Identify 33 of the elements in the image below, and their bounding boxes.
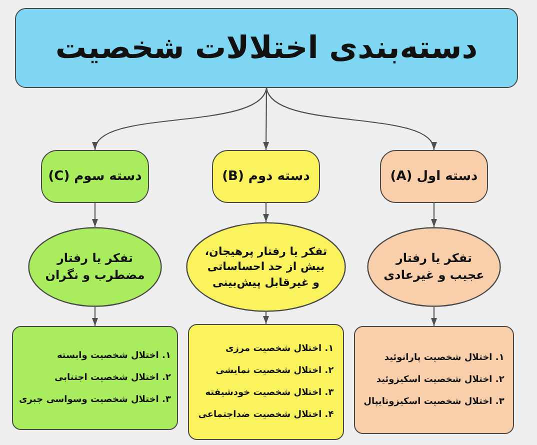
list-item: ۲. اختلال شخصیت اسکیزوئید: [376, 374, 504, 387]
list-box: [12, 326, 178, 430]
list-item: ۱. اختلال شخصیت پارانوئید: [384, 352, 504, 365]
arrow: [266, 88, 435, 150]
description-text: تفکر یا رفتار پرهیجان، بیش از حد احساساتی و غیرقابل پیش‌بینی: [204, 244, 328, 290]
category-box: [380, 150, 488, 203]
arrow: [92, 203, 98, 227]
list-item: ۱. اختلال شخصیت وابسته: [56, 350, 171, 363]
heading: دسته‌بندی اختلالات شخصیت: [55, 29, 478, 68]
list-item: ۳. اختلال شخصیت خودشیفته: [205, 387, 334, 400]
arrow: [94, 88, 267, 150]
list-item: ۲. اختلال شخصیت اجتنابی: [54, 372, 171, 385]
arrow: [431, 307, 437, 326]
category-label: دسته سوم (C): [48, 168, 142, 186]
list-item: ۳. اختلال شخصیت وسواسی جبری: [19, 394, 171, 407]
category-label: دسته اول (A): [390, 168, 478, 186]
list-box: [354, 326, 514, 434]
title-box: [15, 8, 518, 88]
category-box: [212, 150, 320, 203]
arrow: [263, 312, 269, 324]
list-item: ۴. اختلال شخصیت ضداجتماعی: [198, 409, 334, 422]
list-item: ۲. اختلال شخصیت نمایشی: [216, 365, 334, 378]
arrow: [431, 203, 437, 227]
description-text: تفکر یا رفتار مضطرب و نگران: [45, 250, 145, 284]
category-box: [41, 150, 149, 203]
list-box: [188, 324, 344, 440]
category-label: دسته دوم (B): [222, 168, 310, 186]
arrow: [92, 307, 98, 326]
list-item: ۱. اختلال شخصیت مرزی: [225, 343, 334, 356]
arrow: [263, 203, 269, 222]
arrow: [263, 88, 270, 150]
list-item: ۳. اختلال شخصیت اسکیزوتایپال: [364, 396, 504, 409]
description-text: تفکر یا رفتار عجیب و غیرعادی: [384, 250, 484, 284]
